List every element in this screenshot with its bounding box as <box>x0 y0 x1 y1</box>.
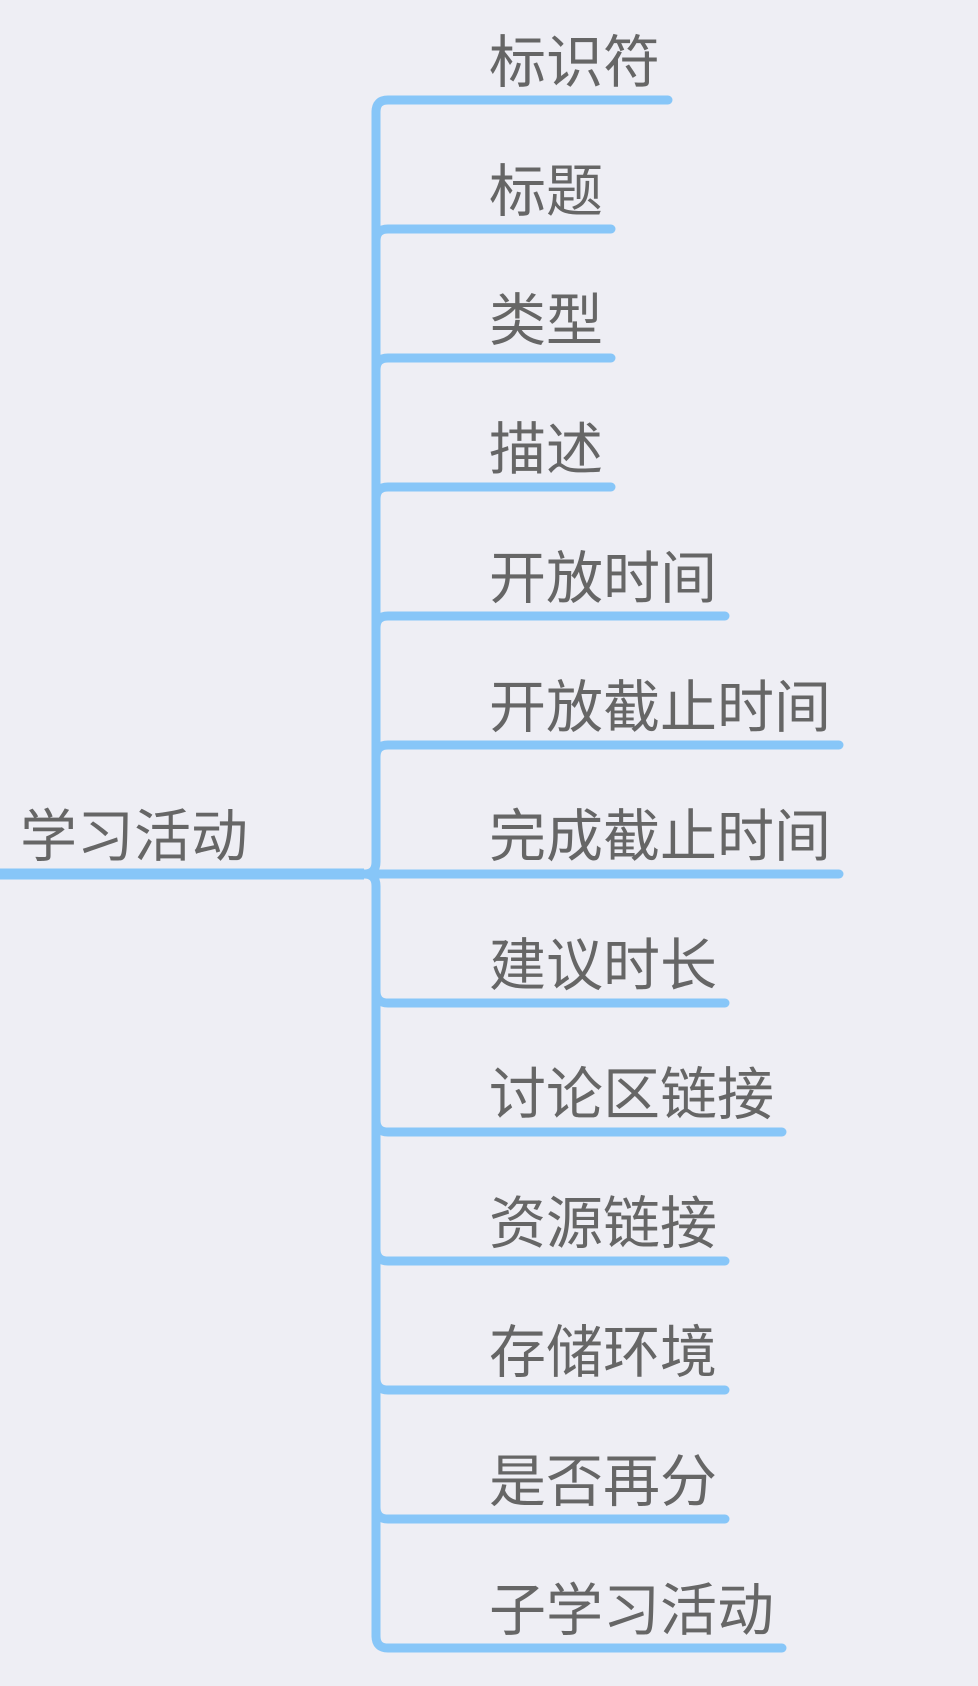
child-node-label[interactable]: 讨论区链接 <box>489 1062 774 1128</box>
child-node-label[interactable]: 是否再分 <box>489 1449 717 1515</box>
branch-connector <box>371 1115 787 1137</box>
branch-connector <box>371 1631 787 1653</box>
branch-connector <box>371 740 844 762</box>
child-node-label[interactable]: 开放截止时间 <box>489 675 831 741</box>
branch-connector <box>371 353 616 375</box>
branch-connector <box>371 482 616 504</box>
branch-connector <box>371 986 730 1008</box>
child-node-label[interactable]: 标识符 <box>489 30 660 96</box>
branch-connector <box>371 1502 730 1524</box>
child-node-label[interactable]: 描述 <box>489 417 603 483</box>
child-node-label[interactable]: 开放时间 <box>489 546 717 612</box>
branch-connector <box>371 1373 730 1395</box>
branch-connector <box>371 224 616 246</box>
branch-connector <box>371 611 730 633</box>
branch-connector <box>371 1244 730 1266</box>
root-node-label[interactable]: 学习活动 <box>20 804 248 870</box>
child-node-label[interactable]: 建议时长 <box>489 933 717 999</box>
child-node-label[interactable]: 存储环境 <box>489 1320 717 1386</box>
child-node-label[interactable]: 标题 <box>489 159 603 225</box>
branch-connector <box>371 95 673 117</box>
child-node-label[interactable]: 资源链接 <box>489 1191 717 1257</box>
child-node-label[interactable]: 类型 <box>489 288 603 354</box>
child-node-label[interactable]: 完成截止时间 <box>489 804 831 870</box>
child-node-label[interactable]: 子学习活动 <box>489 1578 774 1644</box>
